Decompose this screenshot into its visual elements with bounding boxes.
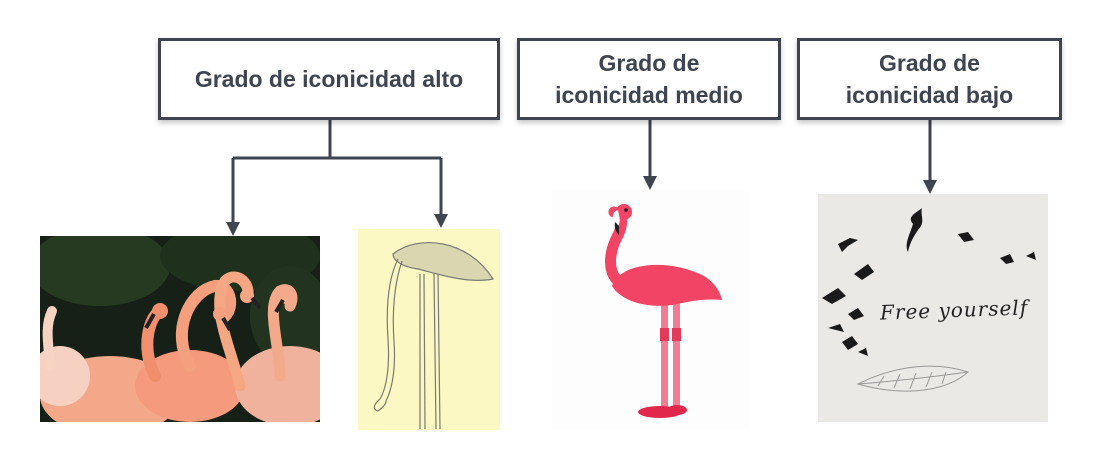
box-iconicidad-bajo: Grado de iconicidad bajo xyxy=(797,38,1062,120)
box-bajo-line2: iconicidad bajo xyxy=(845,82,1014,108)
box-medio-line1: Grado de xyxy=(598,50,700,76)
box-iconicidad-alto: Grado de iconicidad alto xyxy=(158,38,500,120)
flamingo-sketch-image xyxy=(358,229,500,430)
arrowhead-drawing xyxy=(923,180,937,194)
birds-drawing-image: Free yourself xyxy=(818,194,1048,422)
box-bajo-line1: Grado de xyxy=(879,50,980,76)
box-alto-label: Grado de iconicidad alto xyxy=(194,66,464,92)
box-medio-line2: iconicidad medio xyxy=(555,82,743,108)
box-iconicidad-medio: Grado de iconicidad medio xyxy=(517,38,781,120)
flamingo-vector-image xyxy=(552,190,750,430)
flamingo-photo-image xyxy=(40,236,320,422)
arrowhead-sketch xyxy=(434,214,448,228)
arrowhead-photo xyxy=(226,222,240,236)
arrowhead-vector xyxy=(643,176,657,190)
